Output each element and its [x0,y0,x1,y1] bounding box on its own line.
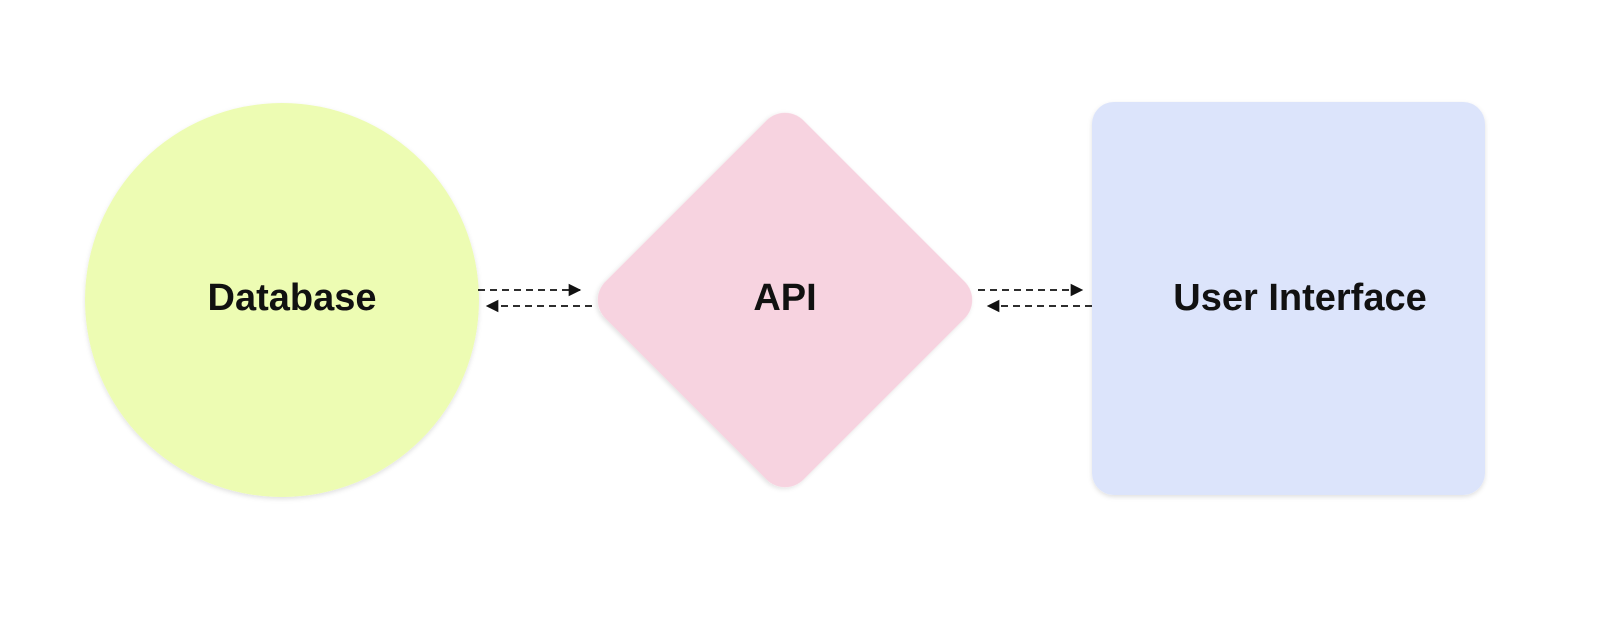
api-label: API [753,277,816,319]
database-label: Database [208,277,377,319]
connectors [478,283,1092,313]
node-user-interface: User Interface [1092,102,1485,495]
node-database: Database [85,103,479,497]
user-interface-box [1092,102,1485,495]
database-circle [85,103,479,497]
node-api: API [597,112,973,488]
api-diamond [597,112,973,488]
user-interface-label: User Interface [1173,277,1426,319]
